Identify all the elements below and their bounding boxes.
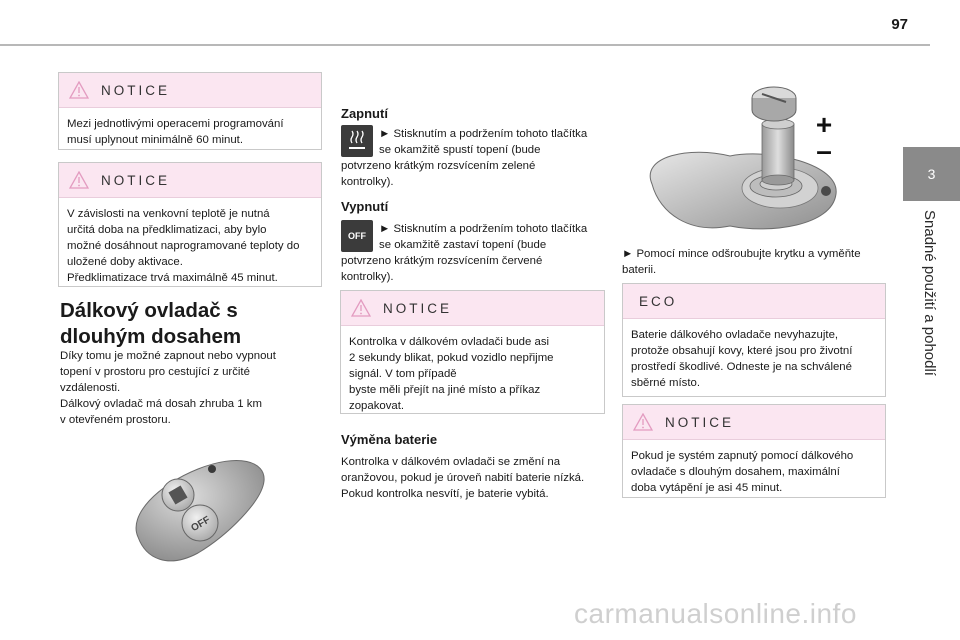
heading-battery: Výměna baterie xyxy=(341,432,438,447)
battery-instruction-text: ► Pomocí mince odšroubujte krytku a vymě… xyxy=(622,248,861,276)
battery-minus-symbol: – xyxy=(816,135,832,166)
notice-text: Kontrolka v dálkovém ovladači bude asi 2… xyxy=(349,336,554,412)
notice-label: NOTICE xyxy=(383,300,453,316)
notice-header: NOTICE xyxy=(341,291,604,326)
heater-off-button-icon: OFF xyxy=(341,220,373,252)
notice-text: Pokud je systém zapnutý pomocí dálkového… xyxy=(631,450,854,494)
remote-intro-text: Díky tomu je možné zapnout nebo vypnout … xyxy=(60,350,276,426)
page-number: 97 xyxy=(891,16,908,33)
notice-header: NOTICE xyxy=(59,73,321,108)
chapter-tab[interactable]: 3 xyxy=(903,147,960,201)
warning-icon xyxy=(69,81,89,99)
notice-text: V závislosti na venkovní teplotě je nutn… xyxy=(67,208,300,284)
notice-header: NOTICE xyxy=(623,405,885,440)
notice-label: NOTICE xyxy=(101,82,171,98)
heading-off: Vypnutí xyxy=(341,199,389,214)
notice-header: NOTICE xyxy=(59,163,321,198)
section-heading-remote: Dálkový ovladač s dlouhým dosahem xyxy=(60,299,242,348)
chapter-title-text: Snadné použití a pohodlí xyxy=(921,210,938,376)
chapter-title: Snadné použití a pohodlí xyxy=(903,210,960,410)
notice-box-programming: NOTICE Mezi jednotlivými operacemi progr… xyxy=(58,72,322,150)
off-instruction-text-a: ► Stisknutím a podržením tohoto tlačítka… xyxy=(379,223,588,251)
eco-text: Baterie dálkového ovladače nevyhazujte, … xyxy=(631,329,853,389)
eco-header: ECO xyxy=(623,284,885,319)
heading-on: Zapnutí xyxy=(341,106,388,121)
watermark: carmanualsonline.info xyxy=(574,598,857,629)
notice-label: NOTICE xyxy=(665,414,735,430)
eco-box: ECO Baterie dálkového ovladače nevyhazuj… xyxy=(622,283,886,397)
battery-plus-symbol: + xyxy=(816,109,832,140)
heater-on-button-icon xyxy=(341,125,373,157)
notice-box-signal: NOTICE Kontrolka v dálkovém ovladači bud… xyxy=(340,290,605,414)
on-instruction-text-b: potvrzeno krátkým rozsvícením zelené kon… xyxy=(341,160,536,188)
eco-label: ECO xyxy=(639,293,678,309)
warning-icon xyxy=(69,171,89,189)
header-divider xyxy=(0,44,930,46)
notice-label: NOTICE xyxy=(101,172,171,188)
notice-box-heating: NOTICE Pokud je systém zapnutý pomocí dá… xyxy=(622,404,886,498)
notice-box-temperature: NOTICE V závislosti na venkovní teplotě … xyxy=(58,162,322,287)
on-instruction-text-a: ► Stisknutím a podržením tohoto tlačítka… xyxy=(379,128,588,156)
remote-control-illustration: OFF xyxy=(135,460,265,562)
off-instruction-text-b: potvrzeno krátkým rozsvícením červené ko… xyxy=(341,255,543,283)
notice-text: Mezi jednotlivými operacemi programování… xyxy=(67,118,284,146)
battery-text: Kontrolka v dálkovém ovladači se změní n… xyxy=(341,456,585,500)
warning-icon xyxy=(633,413,653,431)
battery-replacement-illustration: + – xyxy=(649,86,837,230)
warning-icon xyxy=(351,299,371,317)
